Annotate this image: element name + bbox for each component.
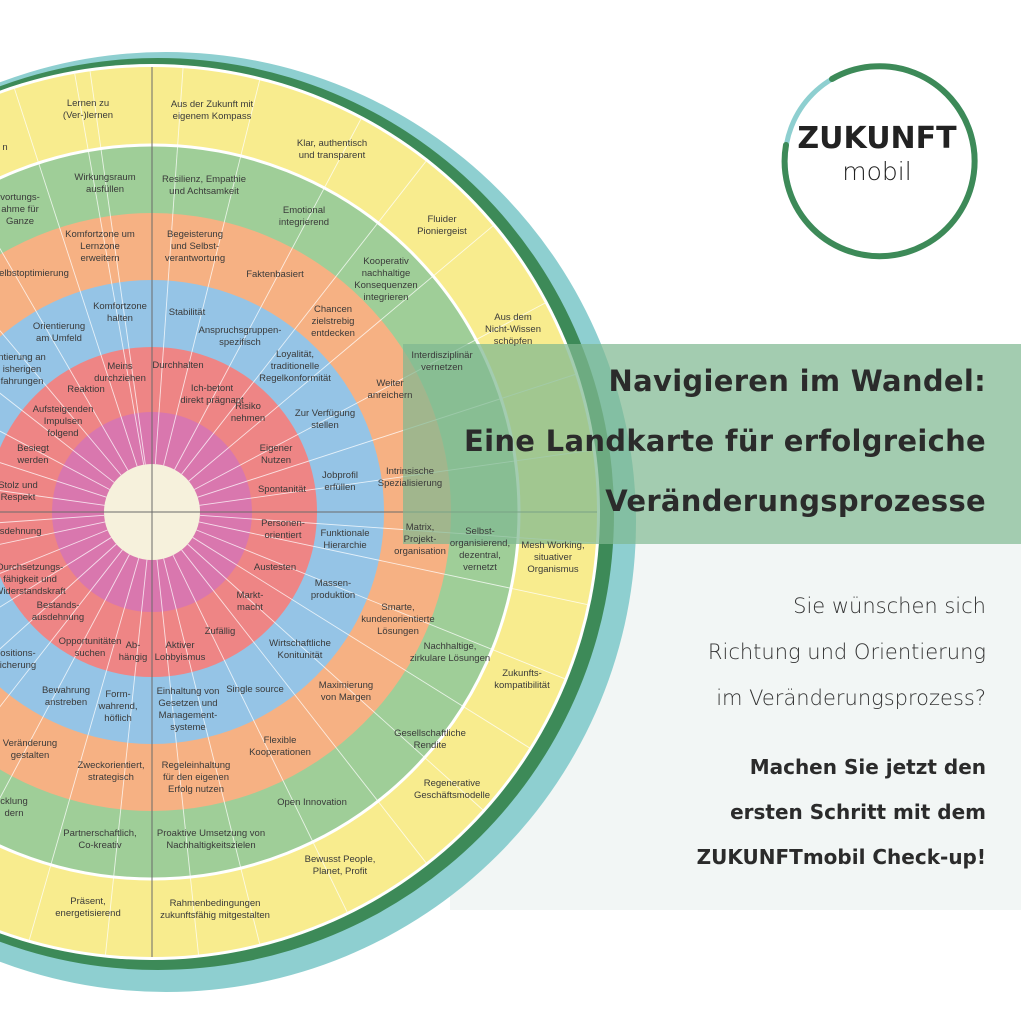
wheel-spoke bbox=[0, 430, 110, 490]
wheel-spoke bbox=[194, 302, 546, 490]
cta-line-1: Machen Sie jetzt den bbox=[749, 755, 986, 779]
wheel-spoke bbox=[0, 549, 123, 708]
wheel-spoke bbox=[198, 521, 588, 605]
title-line-3: Veränderungsprozesse bbox=[605, 484, 986, 518]
wheel-spoke bbox=[74, 73, 145, 465]
wheel-spoke bbox=[196, 529, 565, 680]
title-line-2: Eine Landkarte für erfolgreiche bbox=[464, 424, 986, 458]
logo-text-main: ZUKUNFT bbox=[797, 121, 957, 156]
cta-line-2: ersten Schritt mit dem bbox=[730, 800, 986, 824]
subtitle-line-3: im Veränderungsprozess? bbox=[716, 686, 986, 710]
wheel-spoke bbox=[0, 392, 115, 483]
title-banner: Navigieren im Wandel: Eine Landkarte für… bbox=[403, 344, 1021, 544]
wheel-spoke bbox=[89, 71, 146, 465]
wheel-spoke bbox=[0, 330, 122, 476]
wheel-spoke bbox=[154, 68, 184, 465]
wheel-spoke bbox=[0, 543, 117, 650]
wheel-spoke bbox=[0, 462, 107, 498]
wheel-spoke bbox=[0, 514, 105, 524]
wheel-spoke bbox=[0, 554, 130, 799]
cta-line-3: ZUKUNFTmobil Check-up! bbox=[696, 845, 986, 869]
logo-ring-icon bbox=[781, 63, 978, 260]
subtitle-line-1: Sie wünschen sich bbox=[793, 594, 986, 618]
wheel-spoke bbox=[188, 225, 494, 482]
wheel-spoke bbox=[105, 559, 148, 955]
wheel-spoke bbox=[0, 247, 129, 471]
wheel-spoke bbox=[0, 529, 108, 574]
subtitle-line-2: Richtung und Orientierung bbox=[707, 640, 986, 664]
wheel-spoke bbox=[0, 521, 106, 545]
logo-text-sub: mobil bbox=[842, 157, 912, 186]
wheel-spoke bbox=[14, 88, 138, 467]
wheel-spoke bbox=[174, 118, 362, 470]
wheel-spoke bbox=[172, 554, 348, 913]
wheel-spoke bbox=[181, 549, 427, 863]
wheel-spoke bbox=[0, 537, 112, 608]
wheel-spoke bbox=[156, 559, 199, 955]
wheel-spoke bbox=[163, 558, 261, 944]
wheel-spoke bbox=[28, 558, 140, 940]
zukunft-mobil-logo: ZUKUNFT mobil bbox=[772, 57, 982, 263]
wheel-spoke bbox=[0, 490, 105, 506]
wheel-spoke bbox=[163, 80, 261, 466]
title-line-1: Navigieren im Wandel: bbox=[608, 364, 986, 398]
wheel-spoke bbox=[181, 161, 427, 475]
wheel-spoke bbox=[192, 537, 530, 749]
wheel-spoke bbox=[187, 543, 484, 811]
